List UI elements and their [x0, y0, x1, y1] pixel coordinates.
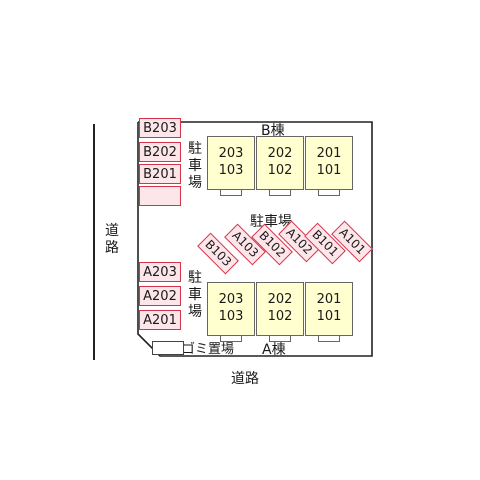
unit-a-door — [318, 336, 340, 342]
stall-blank — [139, 186, 181, 206]
unit-b-door — [318, 190, 340, 196]
left-road-label: 道路 — [105, 223, 119, 256]
stall-a201: A201 — [139, 310, 181, 330]
stall-b201: B201 — [139, 164, 181, 184]
unit-b-door — [269, 190, 291, 196]
unit-a-door — [269, 336, 291, 342]
unit-b-door — [220, 190, 242, 196]
stall-b203: B203 — [139, 118, 181, 138]
building-b-label: B棟 — [261, 123, 285, 139]
site-lot — [120, 118, 374, 358]
garbage-label: ゴミ置場 — [182, 342, 235, 357]
lower-parking-label: 駐車場 — [188, 270, 202, 320]
building-a-label: A棟 — [262, 342, 286, 358]
stall-a202: A202 — [139, 286, 181, 306]
unit-a-door — [220, 336, 242, 342]
left-road-line — [93, 124, 95, 360]
upper-parking-label: 駐車場 — [188, 141, 202, 191]
stall-b202: B202 — [139, 142, 181, 162]
bottom-road-label: 道路 — [231, 371, 259, 387]
garbage-area — [152, 341, 184, 355]
stall-a203: A203 — [139, 262, 181, 282]
